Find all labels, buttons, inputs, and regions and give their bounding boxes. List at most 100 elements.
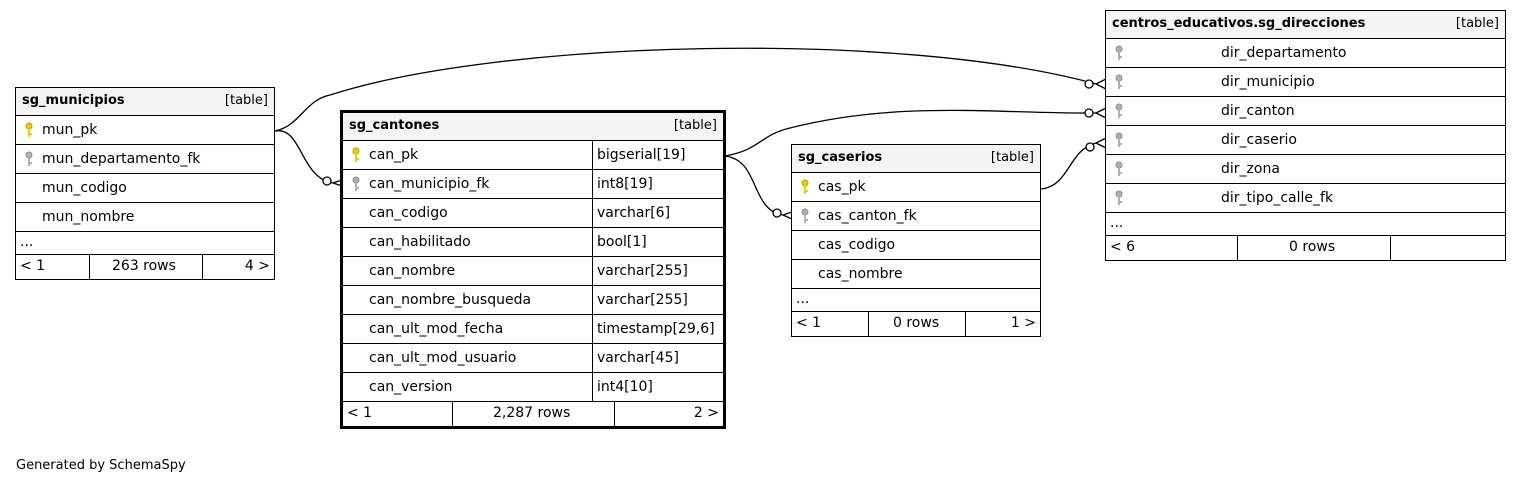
column-name: cas_nombre — [818, 266, 903, 282]
foreign-key-icon — [1114, 161, 1124, 177]
column-name: can_ult_mod_fecha — [369, 321, 504, 337]
foreign-key-icon — [1114, 74, 1124, 90]
link-canton-direccion — [724, 109, 1097, 157]
table-header: sg_municipios [table] — [16, 88, 274, 116]
column-name: can_pk — [369, 147, 419, 163]
link-municipio-canton — [274, 130, 334, 184]
table-footer: < 6 0 rows — [1106, 236, 1505, 260]
column-type: varchar[255] — [592, 257, 688, 285]
column-type: timestamp[29,6] — [592, 315, 715, 343]
foreign-key-icon — [351, 176, 361, 192]
children-link[interactable]: 4 > — [244, 258, 270, 274]
children-link[interactable]: 1 > — [1010, 315, 1036, 331]
column-name: cas_pk — [818, 179, 866, 195]
column-name: dir_municipio — [1221, 74, 1315, 90]
column-row: can_codigo varchar[6] — [343, 199, 723, 228]
column-row: dir_zona — [1106, 155, 1505, 184]
foreign-key-icon — [1114, 132, 1124, 148]
more-columns: ... — [16, 232, 274, 255]
column-type: bigserial[19] — [592, 141, 685, 169]
primary-key-icon — [800, 179, 810, 195]
link-municipio-direccion — [274, 47, 1097, 132]
column-name: dir_tipo_calle_fk — [1221, 190, 1334, 206]
table-name[interactable]: centros_educativos.sg_direcciones — [1112, 16, 1366, 31]
column-row: cas_pk — [792, 173, 1040, 202]
row-count: 263 rows — [112, 258, 176, 274]
column-name: cas_canton_fk — [818, 208, 917, 224]
column-type: varchar[6] — [592, 199, 670, 227]
column-row: dir_tipo_calle_fk — [1106, 184, 1505, 213]
table-footer: < 1 2,287 rows 2 > — [343, 402, 723, 426]
table-name[interactable]: sg_caserios — [798, 150, 883, 165]
ellipsis-text: ... — [1110, 215, 1124, 231]
column-row: can_nombre varchar[255] — [343, 257, 723, 286]
foreign-key-icon — [1114, 45, 1124, 61]
column-name: dir_zona — [1221, 161, 1280, 177]
column-name: dir_departamento — [1221, 45, 1347, 61]
table-sg-cantones[interactable]: sg_cantones [table] can_pk bigserial[19]… — [340, 110, 726, 429]
column-name: can_codigo — [369, 205, 448, 221]
column-row: dir_canton — [1106, 97, 1505, 126]
table-sg-direcciones[interactable]: centros_educativos.sg_direcciones [table… — [1105, 10, 1506, 261]
column-name: can_habilitado — [369, 234, 471, 250]
parents-link[interactable]: < 1 — [347, 405, 373, 421]
foreign-key-icon — [1114, 190, 1124, 206]
column-row: can_version int4[10] — [343, 373, 723, 402]
column-name: can_version — [369, 379, 453, 395]
table-type: [table] — [673, 118, 717, 133]
table-header: centros_educativos.sg_direcciones [table… — [1106, 11, 1505, 39]
table-sg-caserios[interactable]: sg_caserios [table] cas_pk cas_canton_fk… — [791, 144, 1041, 337]
column-row: cas_nombre — [792, 260, 1040, 289]
column-row: cas_codigo — [792, 231, 1040, 260]
column-name: mun_departamento_fk — [42, 151, 201, 167]
row-count: 0 rows — [893, 315, 940, 331]
column-row: dir_municipio — [1106, 68, 1505, 97]
column-row: mun_nombre — [16, 203, 274, 232]
column-row: can_pk bigserial[19] — [343, 141, 723, 170]
link-canton-caserio — [724, 155, 784, 216]
table-header: sg_cantones [table] — [343, 113, 723, 141]
column-name: can_nombre — [369, 263, 456, 279]
foreign-key-icon — [1114, 103, 1124, 119]
children-link[interactable]: 2 > — [693, 405, 719, 421]
ellipsis-text: ... — [20, 234, 34, 250]
column-name: mun_codigo — [42, 180, 127, 196]
table-type: [table] — [990, 150, 1034, 165]
table-header: sg_caserios [table] — [792, 145, 1040, 173]
column-row: can_municipio_fk int8[19] — [343, 170, 723, 199]
parents-link[interactable]: < 1 — [20, 258, 46, 274]
column-name: mun_pk — [42, 122, 98, 138]
column-row: mun_departamento_fk — [16, 145, 274, 174]
column-row: cas_canton_fk — [792, 202, 1040, 231]
column-row: can_ult_mod_fecha timestamp[29,6] — [343, 315, 723, 344]
primary-key-icon — [351, 147, 361, 163]
table-footer: < 1 0 rows 1 > — [792, 312, 1040, 336]
table-sg-municipios[interactable]: sg_municipios [table] mun_pk mun_departa… — [15, 87, 275, 280]
column-row: can_nombre_busqueda varchar[255] — [343, 286, 723, 315]
column-name: can_nombre_busqueda — [369, 292, 532, 308]
table-type: [table] — [224, 93, 268, 108]
column-type: varchar[255] — [592, 286, 688, 314]
column-name: dir_canton — [1221, 103, 1295, 119]
parents-link[interactable]: < 1 — [796, 315, 822, 331]
row-count: 2,287 rows — [493, 405, 571, 421]
column-row: mun_codigo — [16, 174, 274, 203]
row-count: 0 rows — [1289, 239, 1336, 255]
column-name: dir_caserio — [1221, 132, 1297, 148]
column-type: varchar[45] — [592, 344, 679, 372]
table-name[interactable]: sg_cantones — [349, 118, 440, 133]
column-name: can_municipio_fk — [369, 176, 490, 192]
parents-link[interactable]: < 6 — [1110, 239, 1136, 255]
table-name[interactable]: sg_municipios — [22, 93, 125, 108]
more-columns: ... — [1106, 213, 1505, 236]
column-name: cas_codigo — [818, 237, 896, 253]
foreign-key-icon — [800, 208, 810, 224]
column-row: can_ult_mod_usuario varchar[45] — [343, 344, 723, 373]
more-columns: ... — [792, 289, 1040, 312]
ellipsis-text: ... — [796, 291, 810, 307]
foreign-key-icon — [24, 151, 34, 167]
table-footer: < 1 263 rows 4 > — [16, 255, 274, 279]
column-type: int8[19] — [592, 170, 653, 198]
generated-by-label: Generated by SchemaSpy — [16, 458, 186, 473]
